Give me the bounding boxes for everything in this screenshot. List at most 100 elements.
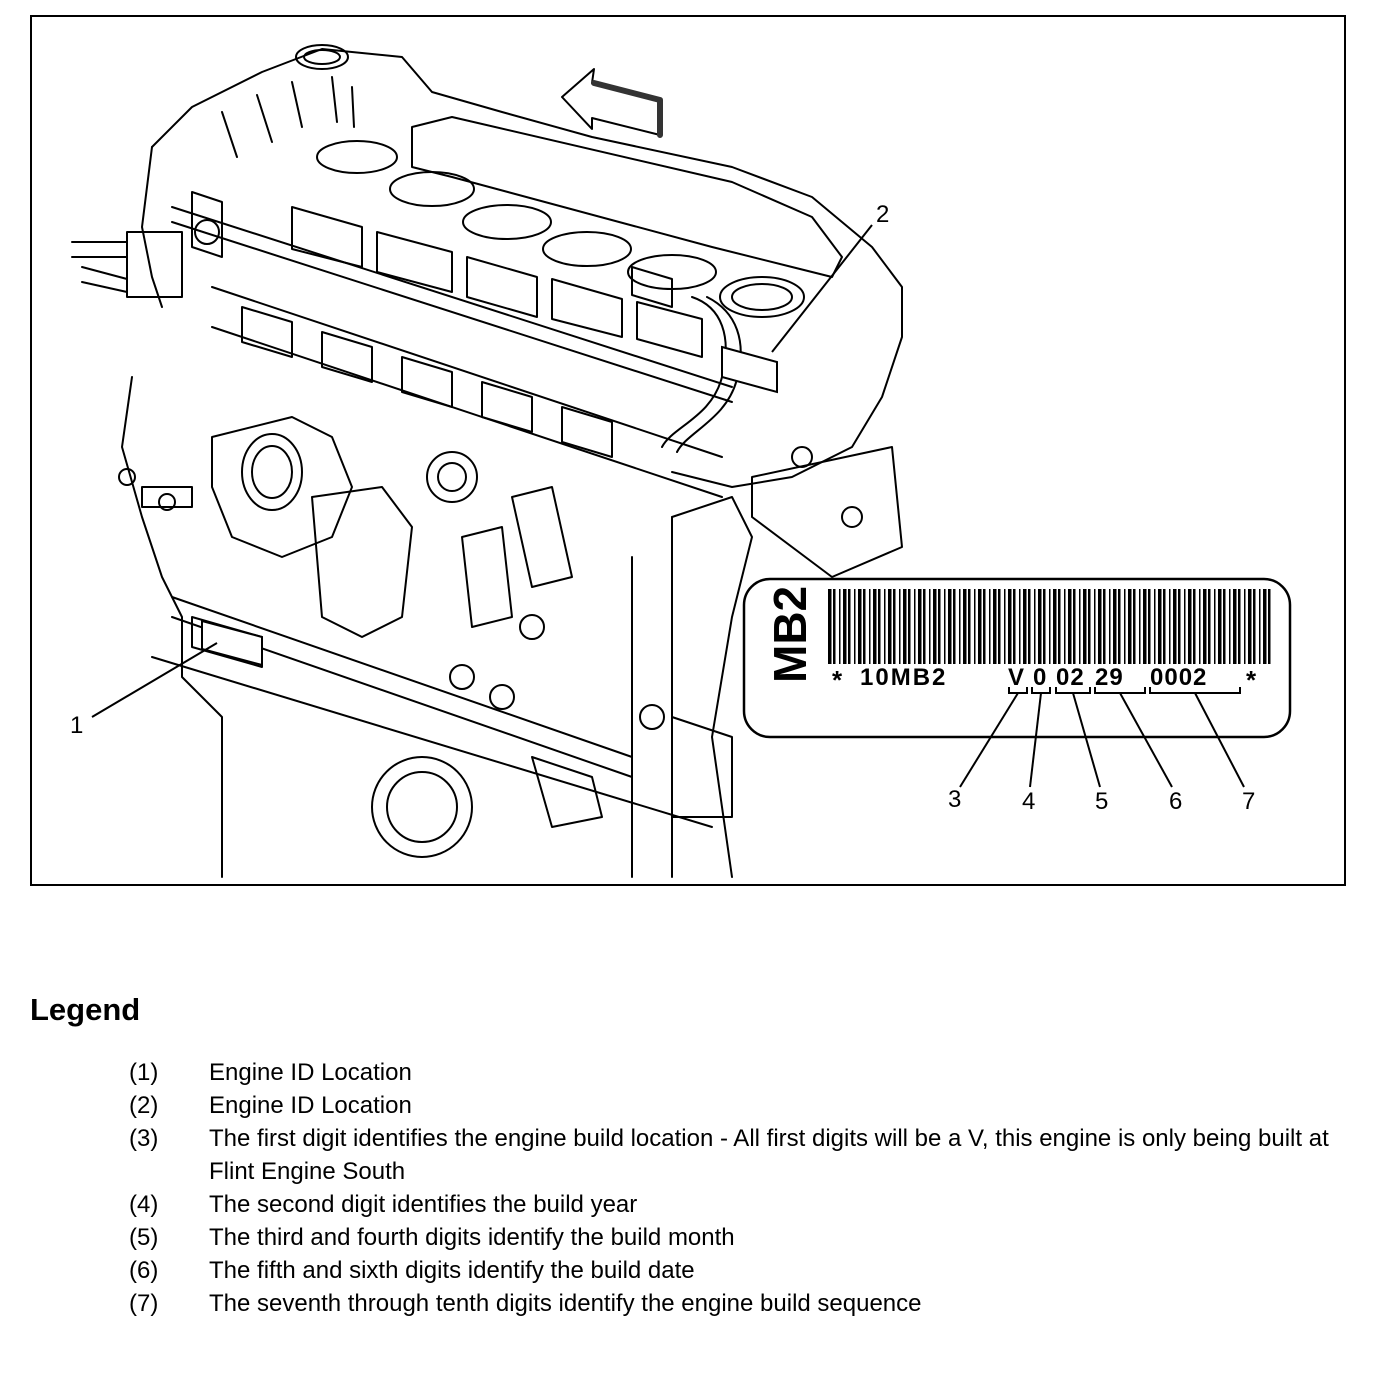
barcode-bar bbox=[983, 589, 986, 664]
legend-list: (1) Engine ID Location (2) Engine ID Loc… bbox=[129, 1056, 1329, 1320]
barcode-bar bbox=[1109, 589, 1111, 664]
barcode-bar bbox=[1199, 589, 1201, 664]
barcode-digits-build-sequence: 0002 bbox=[1150, 664, 1207, 691]
barcode-bar bbox=[1058, 589, 1061, 664]
callout-6: 6 bbox=[1169, 788, 1182, 815]
barcode-bar bbox=[1023, 589, 1027, 664]
barcode-bar bbox=[833, 589, 836, 664]
legend-item-text: The seventh through tenth digits identif… bbox=[209, 1290, 922, 1317]
barcode-star-left: * bbox=[832, 665, 843, 695]
label-code-vertical: MB2 bbox=[764, 586, 816, 683]
legend-item-number: (6) bbox=[129, 1257, 159, 1284]
front-arrow-icon bbox=[561, 68, 663, 138]
barcode-bar bbox=[848, 589, 851, 664]
barcode-bar bbox=[843, 589, 847, 664]
barcode-bar bbox=[839, 589, 841, 664]
barcode-bar bbox=[1049, 589, 1051, 664]
barcode-bar bbox=[1038, 589, 1042, 664]
barcode-bar bbox=[828, 589, 832, 664]
legend-item: (5) The third and fourth digits identify… bbox=[129, 1221, 1329, 1254]
barcode-bar bbox=[1163, 589, 1166, 664]
barcode-bar bbox=[1103, 589, 1106, 664]
barcode-digit-build-year: 0 bbox=[1033, 664, 1046, 691]
barcode-bar bbox=[1218, 589, 1222, 664]
callout-4: 4 bbox=[1022, 788, 1035, 815]
legend-item-number: (2) bbox=[129, 1092, 159, 1119]
barcode-bar bbox=[1139, 589, 1141, 664]
legend-item-text: The first digit identifies the engine bu… bbox=[209, 1125, 1329, 1185]
barcode-bar bbox=[1263, 589, 1267, 664]
barcode-bar bbox=[1203, 589, 1207, 664]
barcode-bar bbox=[899, 589, 901, 664]
barcode-bar bbox=[863, 589, 866, 664]
barcode-bar bbox=[918, 589, 922, 664]
legend-item-text: Engine ID Location bbox=[209, 1059, 412, 1086]
barcode-bar bbox=[938, 589, 941, 664]
barcode-bar bbox=[1214, 589, 1216, 664]
legend-item: (4) The second digit identifies the buil… bbox=[129, 1188, 1329, 1221]
barcode-bar bbox=[1028, 589, 1031, 664]
barcode-bar bbox=[1184, 589, 1186, 664]
callout-2: 2 bbox=[876, 201, 889, 228]
barcode-bar bbox=[888, 589, 892, 664]
barcode-bar bbox=[978, 589, 982, 664]
legend-item-text: The third and fourth digits identify the… bbox=[209, 1224, 735, 1251]
barcode-bar bbox=[1004, 589, 1006, 664]
barcode-bar bbox=[1064, 589, 1066, 664]
barcode-bar bbox=[968, 589, 971, 664]
barcode-bar bbox=[1094, 589, 1096, 664]
figure-frame: 1 2 MB2 * 10MB2 V 0 02 29 0002 * bbox=[30, 15, 1346, 886]
legend-item: (2) Engine ID Location bbox=[129, 1089, 1329, 1122]
barcode-bar bbox=[1053, 589, 1057, 664]
barcode-bar bbox=[1088, 589, 1091, 664]
barcode-digits-build-date: 29 bbox=[1095, 664, 1124, 691]
barcode-bar bbox=[1008, 589, 1012, 664]
barcode-bar bbox=[974, 589, 976, 664]
barcode-star-right: * bbox=[1246, 665, 1257, 695]
barcode-bar bbox=[1158, 589, 1162, 664]
legend-item-number: (4) bbox=[129, 1191, 159, 1218]
barcode-bar bbox=[948, 589, 952, 664]
barcode-bar bbox=[1143, 589, 1147, 664]
barcode-bar bbox=[933, 589, 937, 664]
callout-5: 5 bbox=[1095, 788, 1108, 815]
barcode-bar bbox=[914, 589, 916, 664]
barcode-bar bbox=[929, 589, 931, 664]
barcode-prefix: 10MB2 bbox=[860, 664, 947, 691]
barcode-bar bbox=[1233, 589, 1237, 664]
barcode-bar bbox=[1154, 589, 1156, 664]
barcode-bar bbox=[1193, 589, 1196, 664]
barcode-bar bbox=[1148, 589, 1151, 664]
callout-3: 3 bbox=[948, 786, 961, 813]
barcode-bar bbox=[903, 589, 907, 664]
barcode-bar bbox=[869, 589, 871, 664]
callout-7: 7 bbox=[1242, 788, 1255, 815]
barcode-bar bbox=[1188, 589, 1192, 664]
barcode-bar bbox=[1178, 589, 1181, 664]
legend-item-number: (3) bbox=[129, 1125, 159, 1152]
barcode-bar bbox=[1229, 589, 1231, 664]
barcode-bar bbox=[998, 589, 1001, 664]
legend-item-text: The fifth and sixth digits identify the … bbox=[209, 1257, 695, 1284]
barcode-bar bbox=[1068, 589, 1072, 664]
barcode-bar bbox=[858, 589, 862, 664]
barcode-bar bbox=[1043, 589, 1046, 664]
barcode-bar bbox=[893, 589, 896, 664]
barcode-bar bbox=[908, 589, 911, 664]
barcode bbox=[828, 589, 1271, 664]
barcode-bar bbox=[1208, 589, 1211, 664]
barcode-bar bbox=[1019, 589, 1021, 664]
barcode-bar bbox=[1124, 589, 1126, 664]
barcode-bar bbox=[1238, 589, 1241, 664]
legend-title: Legend bbox=[30, 992, 141, 1027]
barcode-bar bbox=[1073, 589, 1076, 664]
legend-item-text: Engine ID Location bbox=[209, 1092, 412, 1119]
barcode-digits-build-month: 02 bbox=[1056, 664, 1085, 691]
barcode-bar bbox=[873, 589, 877, 664]
barcode-bar bbox=[1169, 589, 1171, 664]
barcode-bar bbox=[1113, 589, 1117, 664]
barcode-bar bbox=[1118, 589, 1121, 664]
barcode-bar bbox=[944, 589, 946, 664]
legend-item: (1) Engine ID Location bbox=[129, 1056, 1329, 1089]
barcode-bar bbox=[1013, 589, 1016, 664]
